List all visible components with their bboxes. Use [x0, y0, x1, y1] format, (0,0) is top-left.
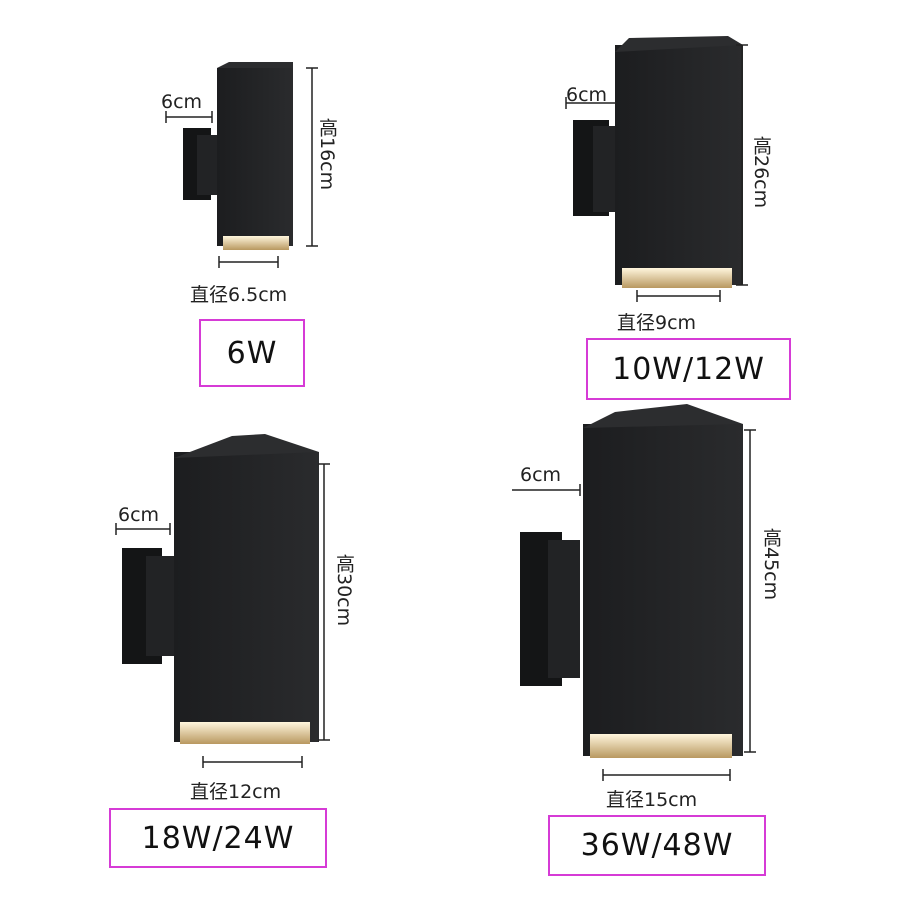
- height-label-18w-24w: 高30cm: [333, 554, 355, 627]
- lamp-36w-48w: [512, 404, 756, 781]
- depth-label-36w-48w: 6cm: [520, 464, 562, 486]
- lamp-6w: [165, 62, 318, 268]
- depth-label-10w-12w: 6cm: [566, 84, 608, 106]
- height-label-6w: 高16cm: [316, 118, 338, 191]
- diameter-label-6w: 直径6.5cm: [190, 284, 288, 306]
- diameter-label-18w-24w: 直径12cm: [190, 781, 282, 803]
- diameter-label-10w-12w: 直径9cm: [617, 312, 697, 334]
- depth-label-6w: 6cm: [161, 91, 203, 113]
- depth-label-18w-24w: 6cm: [118, 504, 160, 526]
- height-label-36w-48w: 高45cm: [760, 528, 782, 601]
- lamp-18w-24w: [115, 434, 330, 768]
- wattage-badge-10w-12w: 10W/12W: [586, 338, 791, 400]
- wattage-badge-36w-48w: 36W/48W: [548, 815, 766, 876]
- lamp-10w-12w: [565, 36, 748, 302]
- wattage-badge-18w-24w: 18W/24W: [109, 808, 327, 868]
- height-label-10w-12w: 高26cm: [750, 136, 772, 209]
- wattage-badge-6w: 6W: [199, 319, 305, 387]
- diameter-label-36w-48w: 直径15cm: [606, 789, 698, 811]
